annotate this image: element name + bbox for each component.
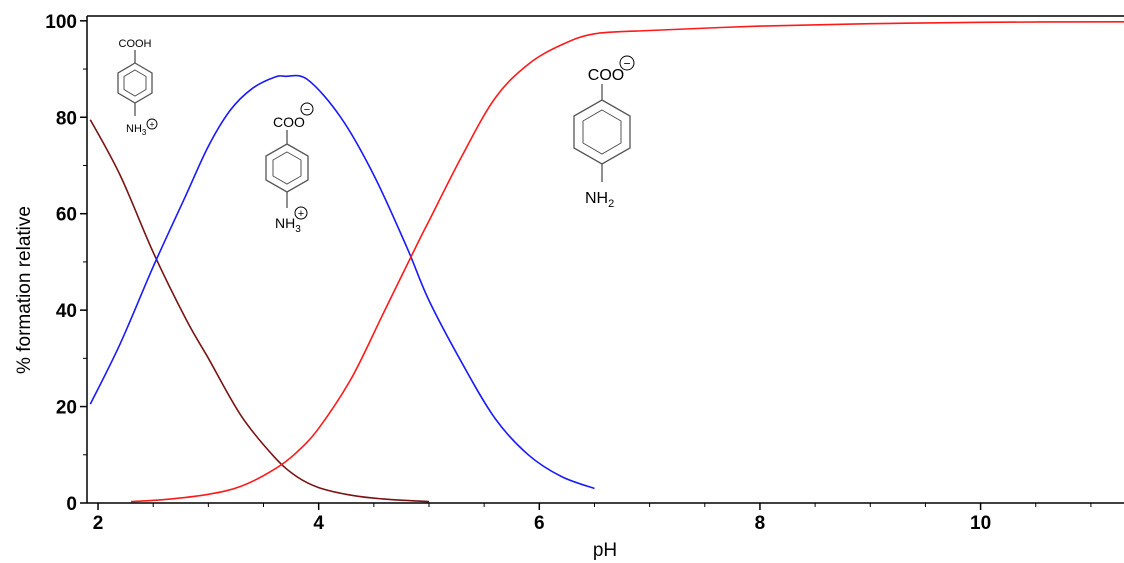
y-axis-title: % formation relative	[14, 206, 35, 374]
top-group-label: COOH	[119, 38, 152, 50]
bottom-group-label: NH3	[275, 215, 301, 235]
x-tick-label: 8	[755, 513, 766, 534]
series-line-2	[89, 74, 595, 490]
x-tick-label: 10	[970, 513, 991, 534]
y-tick-label: 80	[56, 108, 77, 129]
top-group-label: COO	[273, 114, 305, 130]
bottom-group-label: NH3	[126, 123, 147, 137]
x-tick-label: 4	[313, 513, 324, 534]
negative-charge-symbol: −	[304, 104, 310, 116]
top-group-label: COO	[588, 67, 624, 84]
benzene-inner-ring	[582, 109, 622, 155]
series-layer	[89, 21, 1124, 503]
benzene-inner-ring	[272, 151, 302, 185]
benzene-inner-ring	[123, 69, 147, 97]
series-line-1	[89, 119, 430, 503]
series-line-3	[131, 21, 1124, 503]
negative-charge-icon	[300, 102, 314, 116]
molecule-anionic-form: COO − NH2	[573, 55, 635, 210]
negative-charge-icon	[619, 55, 635, 71]
positive-charge-symbol: +	[298, 208, 304, 220]
y-tick-label: 20	[56, 398, 77, 419]
x-tick-label: 6	[534, 513, 545, 534]
y-tick-label: 40	[56, 301, 77, 322]
y-tick-label: 0	[66, 494, 77, 515]
x-axis-title: pH	[593, 540, 617, 561]
x-tick-label: 2	[93, 513, 104, 534]
y-tick-label: 100	[45, 12, 77, 33]
positive-charge-icon	[294, 206, 308, 220]
y-tick-label: 60	[56, 205, 77, 226]
molecule-zwitterion-form: COO − NH3 +	[265, 102, 314, 235]
molecule-cationic-form: COOH NH3 +	[117, 38, 158, 137]
positive-charge-symbol: +	[149, 120, 154, 130]
negative-charge-symbol: −	[623, 57, 630, 71]
bottom-group-label: NH2	[585, 190, 614, 210]
positive-charge-icon	[146, 118, 158, 130]
